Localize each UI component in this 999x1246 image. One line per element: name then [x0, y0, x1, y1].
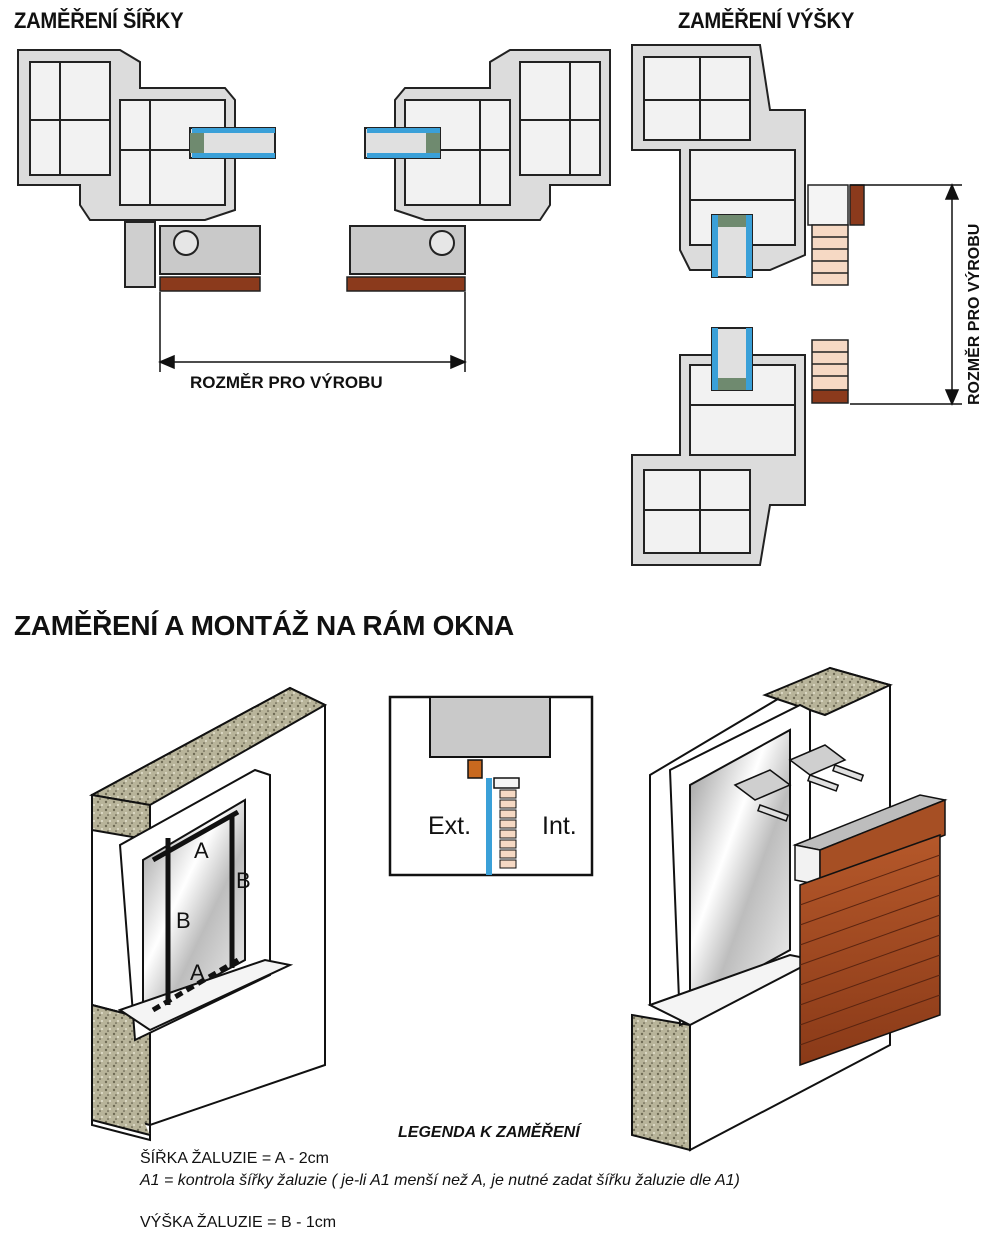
left-sill-board: [159, 276, 261, 292]
blind-assembly: [792, 794, 948, 1067]
lower-blind-slats: [811, 339, 849, 404]
lower-frame-profile: [631, 354, 806, 566]
label-exterior: Ext.: [428, 812, 472, 840]
legend-width-check: A1 = kontrola šířky žaluzie ( je-li A1 m…: [140, 1172, 740, 1189]
lower-glass-unit: [711, 327, 753, 391]
upper-glass-unit: [711, 214, 753, 278]
label-b-right: B: [236, 868, 251, 893]
left-window-profile: [17, 49, 261, 288]
legend-height-formula: VÝŠKA ŽALUZIE = B - 1cm: [140, 1214, 337, 1231]
left-glass-unit: [189, 127, 276, 159]
right-window-profile: [349, 49, 611, 275]
measure-arrows: [151, 809, 240, 1013]
legend-title: LEGENDA K ZAMĚŘENÍ: [398, 1124, 580, 1141]
width-measurement-title: ZAMĚŘENÍ ŠÍŘKY: [14, 8, 184, 33]
legend-width-formula: ŠÍŘKA ŽALUZIE = A - 2cm: [140, 1150, 329, 1167]
height-measurement-title: ZAMĚŘENÍ VÝŠKY: [678, 8, 855, 33]
right-sill-board: [346, 276, 466, 292]
label-interior: Int.: [542, 812, 577, 840]
mounting-brackets: [733, 744, 847, 801]
mounting-section-title: ZAMĚŘENÍ A MONTÁŽ NA RÁM OKNA: [14, 610, 514, 641]
height-dimension-line: [850, 183, 962, 406]
label-a-bottom: A: [190, 960, 205, 985]
width-dimension-label: ROZMĚR PRO VÝROBU: [190, 373, 383, 392]
width-dimension-line: [158, 292, 467, 372]
label-a-top: A: [194, 838, 209, 863]
label-b-left: B: [176, 908, 191, 933]
screws: [756, 764, 865, 822]
upper-blind-headrail: [807, 184, 865, 286]
right-glass-unit: [364, 127, 441, 159]
